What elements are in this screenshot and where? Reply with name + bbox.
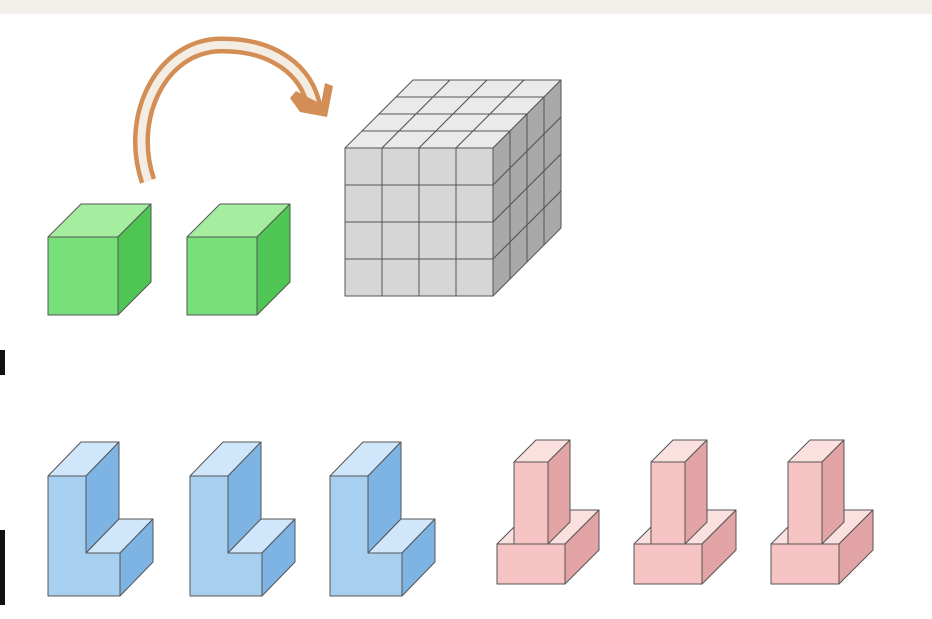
- grey-cell-front: [344, 147, 383, 186]
- grey-cell-front: [418, 258, 457, 297]
- pink-t-blocks-group: [496, 439, 874, 585]
- pink-base-front: [633, 543, 703, 585]
- pink-t-block: [633, 439, 737, 585]
- grey-cell-front: [455, 258, 494, 297]
- grey-cell-front: [381, 184, 420, 223]
- pink-post-front: [650, 461, 686, 545]
- blue-block-front: [329, 475, 403, 597]
- grey-cell-front: [344, 221, 383, 260]
- blue-l-blocks-group: [47, 441, 436, 597]
- green-cube-front: [47, 236, 119, 316]
- grey-cell-front: [455, 221, 494, 260]
- pink-t-block: [496, 439, 600, 585]
- curved-arrow-icon: [132, 36, 333, 184]
- blue-block-front: [47, 475, 121, 597]
- grey-cell-front: [418, 184, 457, 223]
- pink-post-front: [513, 461, 549, 545]
- green-cubes-group: [47, 203, 291, 316]
- blue-l-block: [47, 441, 154, 597]
- grey-cell-front: [381, 258, 420, 297]
- grey-cell-front: [455, 184, 494, 223]
- blue-l-block: [189, 441, 296, 597]
- grey-cube-grid: [344, 79, 562, 297]
- left-edge-mark: [0, 530, 5, 605]
- pink-base-front: [770, 543, 840, 585]
- grey-cell-side: [543, 190, 562, 246]
- grey-cell-front: [381, 221, 420, 260]
- pink-base-front: [496, 543, 566, 585]
- blue-l-block: [329, 441, 436, 597]
- blue-block-front: [189, 475, 263, 597]
- grey-cell-front: [344, 184, 383, 223]
- green-cube-front: [186, 236, 258, 316]
- left-edge-mark: [0, 350, 5, 375]
- pink-post-front: [787, 461, 823, 545]
- top-band: [0, 0, 932, 14]
- grey-cell-front: [344, 258, 383, 297]
- grey-cell-front: [455, 147, 494, 186]
- grey-cell-front: [418, 221, 457, 260]
- grey-cell-front: [418, 147, 457, 186]
- grey-cell-front: [381, 147, 420, 186]
- green-cube: [47, 203, 152, 316]
- green-cube: [186, 203, 291, 316]
- pink-t-block: [770, 439, 874, 585]
